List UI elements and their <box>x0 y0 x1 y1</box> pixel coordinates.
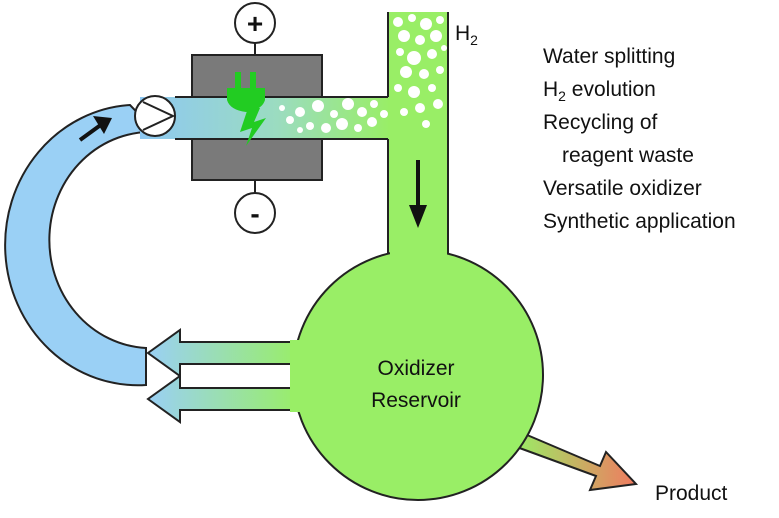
bubble <box>407 51 421 65</box>
plug-lightning-icon <box>227 72 266 146</box>
return-loop-pipe <box>4 103 159 387</box>
reservoir-label-line1: Oxidizer <box>377 357 454 380</box>
bubble <box>330 110 338 118</box>
bubble <box>396 48 404 56</box>
gas-bubbles <box>279 14 447 133</box>
bubble <box>398 30 410 42</box>
bubble <box>297 127 303 133</box>
feature-recycling: Recycling of <box>543 111 658 134</box>
feature-water-splitting: Water splitting <box>543 45 675 68</box>
bubble <box>400 66 412 78</box>
bubble <box>306 122 314 130</box>
feature-h2-evolution: H2 evolution <box>543 78 656 104</box>
bubble <box>312 100 324 112</box>
bubble <box>441 45 447 51</box>
bubble <box>408 86 420 98</box>
reservoir-label-line2: Reservoir <box>371 389 461 412</box>
feature-versatile-oxidizer: Versatile oxidizer <box>543 177 702 200</box>
bubble <box>430 30 442 42</box>
bubble <box>367 117 377 127</box>
outlet-arrow-upper <box>146 328 300 378</box>
h2-label: H2 <box>455 22 478 48</box>
bubble <box>428 84 436 92</box>
bubble <box>357 107 367 117</box>
bubble <box>419 69 429 79</box>
arrow-down-icon <box>409 160 427 228</box>
bubble <box>354 124 362 132</box>
bubble <box>420 18 432 30</box>
bubble <box>321 123 331 133</box>
bubble <box>279 105 285 111</box>
feature-list: Water splitting H2 evolution Recycling o… <box>543 45 736 233</box>
feature-reagent-waste: reagent waste <box>562 144 694 167</box>
feature-synthetic-application: Synthetic application <box>543 210 736 233</box>
product-outlet-arrow <box>512 430 639 492</box>
plus-sign: + <box>247 8 263 39</box>
bubble <box>408 14 416 22</box>
bubble <box>400 108 408 116</box>
bubble <box>422 120 430 128</box>
positive-terminal <box>234 2 276 44</box>
bubble <box>336 118 348 130</box>
bubble <box>342 98 354 110</box>
minus-sign: - <box>250 198 259 229</box>
bubble <box>393 17 403 27</box>
outlet-arrow-lower <box>146 374 300 424</box>
arrow-icon <box>78 116 112 142</box>
bubble <box>370 100 378 108</box>
pump-icon <box>134 95 176 137</box>
negative-terminal <box>234 192 276 234</box>
bubble <box>427 49 437 59</box>
bubble <box>286 116 294 124</box>
bubble <box>380 110 388 118</box>
bubble <box>295 107 305 117</box>
bubble <box>436 66 444 74</box>
bubble <box>394 84 402 92</box>
bubble <box>415 103 425 113</box>
bubble <box>415 35 425 45</box>
bubble <box>433 99 443 109</box>
bubble <box>436 16 444 24</box>
product-label: Product <box>655 482 728 505</box>
